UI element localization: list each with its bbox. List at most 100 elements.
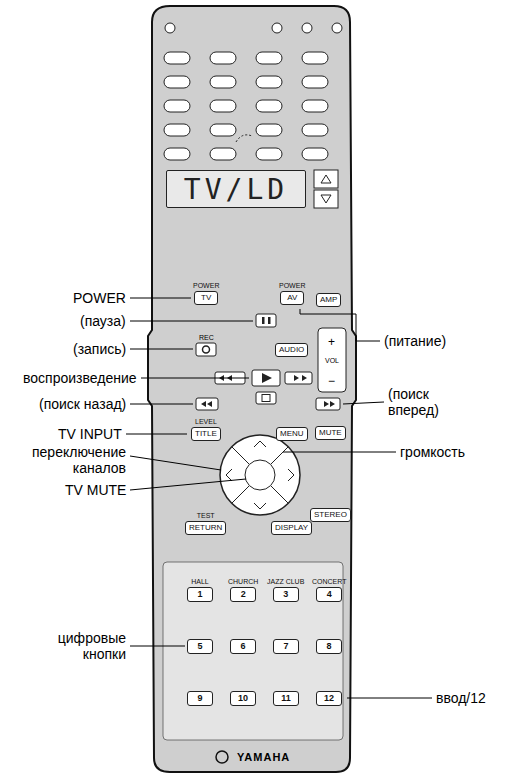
remote-button: MUTE: [315, 426, 346, 440]
button-symbol: +: [328, 335, 335, 349]
button-caption: CHURCH: [228, 577, 258, 586]
remote-button: STEREO: [310, 508, 351, 522]
button-caption: LEVEL: [195, 417, 217, 426]
button-face: STEREO: [310, 508, 351, 522]
button-caption: VOL: [325, 357, 339, 365]
remote-button: 12: [316, 691, 342, 706]
button-caption: TEST: [197, 511, 215, 520]
button-label: 8: [326, 641, 331, 651]
button-label: 11: [281, 693, 291, 703]
direction-pad: [220, 435, 300, 515]
top-buttons: [164, 23, 342, 160]
button-caption: JAZZ CLUB: [267, 577, 304, 586]
remote-button: JAZZ CLUB 3: [267, 577, 304, 602]
remote-button: 6: [230, 639, 256, 654]
lcd-display: TV/LD: [166, 170, 306, 208]
remote-body: [148, 6, 356, 772]
remote-button: 9: [187, 691, 213, 706]
button-face: 1: [187, 587, 213, 602]
transport-buttons: [196, 314, 346, 410]
callout-label: (поиск назад): [39, 396, 126, 412]
button-label: DISPLAY: [275, 523, 308, 532]
lower-panel: [163, 562, 343, 740]
button-label: 10: [238, 693, 248, 703]
button-label: 4: [327, 589, 332, 599]
callout-label: (поиск вперед): [388, 386, 460, 418]
button-label: 3: [283, 589, 288, 599]
button-label: 1: [197, 589, 202, 599]
button-face: 3: [273, 587, 299, 602]
button-face: 4: [316, 587, 342, 602]
remote-button: HALL 1: [187, 577, 213, 602]
button-face: 6: [230, 639, 256, 654]
button-face: 5: [187, 639, 213, 654]
button-face: AUDIO: [275, 343, 308, 357]
button-face: 11: [273, 691, 299, 706]
remote-button: 5: [187, 639, 213, 654]
logo-mark: [216, 751, 228, 763]
leader-lines: [126, 298, 432, 698]
remote-button: POWER TV: [193, 281, 219, 305]
callout-label: POWER: [73, 290, 126, 306]
select-arrows: [314, 170, 338, 208]
button-label: RETURN: [189, 523, 222, 532]
remote-button: AMP: [316, 293, 341, 307]
callout-label: TV MUTE: [65, 482, 126, 498]
remote-button: CHURCH 2: [228, 577, 258, 602]
button-label: 2: [241, 589, 246, 599]
button-face: AV: [280, 291, 304, 305]
remote-button: CONCERT 4: [312, 577, 346, 602]
button-face: 2: [230, 587, 256, 602]
button-label: AV: [287, 293, 297, 302]
callout-label: ввод/12: [436, 690, 486, 706]
button-label: 5: [197, 641, 202, 651]
button-face: TITLE: [191, 427, 221, 441]
callout-label: громкость: [400, 444, 465, 460]
callout-label: цифровые кнопки: [46, 630, 126, 662]
button-face: TV: [194, 291, 218, 305]
remote-button: MENU: [276, 427, 308, 441]
callout-label: TV INPUT: [58, 426, 122, 442]
remote-button: TEST RETURN: [185, 511, 226, 535]
transport-icons: [201, 317, 335, 407]
button-label: TV: [201, 293, 211, 302]
button-label: AMP: [320, 295, 337, 304]
callout-label: (запись): [73, 341, 126, 357]
remote-button: 8: [316, 639, 342, 654]
button-caption: CONCERT: [312, 577, 346, 586]
button-label: AUDIO: [279, 345, 304, 354]
button-face: 12: [316, 691, 342, 706]
button-face: 9: [187, 691, 213, 706]
remote-button: 7: [273, 639, 299, 654]
callout-label: переключение каналов: [16, 444, 126, 476]
button-caption: POWER: [193, 281, 219, 290]
button-face: RETURN: [185, 521, 226, 535]
button-label: 7: [283, 641, 288, 651]
button-face: DISPLAY: [271, 521, 312, 535]
button-label: MUTE: [319, 428, 342, 437]
remote-button: 11: [273, 691, 299, 706]
brand-logo: YAMAHA: [237, 751, 290, 764]
remote-button: 10: [230, 691, 256, 706]
callout-label: воспроизведение: [23, 370, 137, 386]
button-face: 10: [230, 691, 256, 706]
callout-label: (пауза): [80, 313, 126, 329]
button-face: 7: [273, 639, 299, 654]
button-caption: HALL: [191, 577, 209, 586]
button-face: MUTE: [315, 426, 346, 440]
remote-button: AUDIO: [275, 343, 308, 357]
button-face: AMP: [316, 293, 341, 307]
button-face: 8: [316, 639, 342, 654]
button-face: MENU: [276, 427, 308, 441]
button-label: 9: [197, 693, 202, 703]
button-symbol: −: [328, 374, 335, 388]
button-caption: POWER: [279, 281, 305, 290]
button-caption: REC: [199, 334, 214, 342]
button-label: 12: [324, 693, 334, 703]
pointer-trail: [236, 135, 252, 142]
callout-label: (питание): [384, 333, 446, 349]
display-text: TV/LD: [184, 173, 288, 206]
button-label: 6: [240, 641, 245, 651]
remote-button: LEVELTITLE: [191, 417, 221, 441]
